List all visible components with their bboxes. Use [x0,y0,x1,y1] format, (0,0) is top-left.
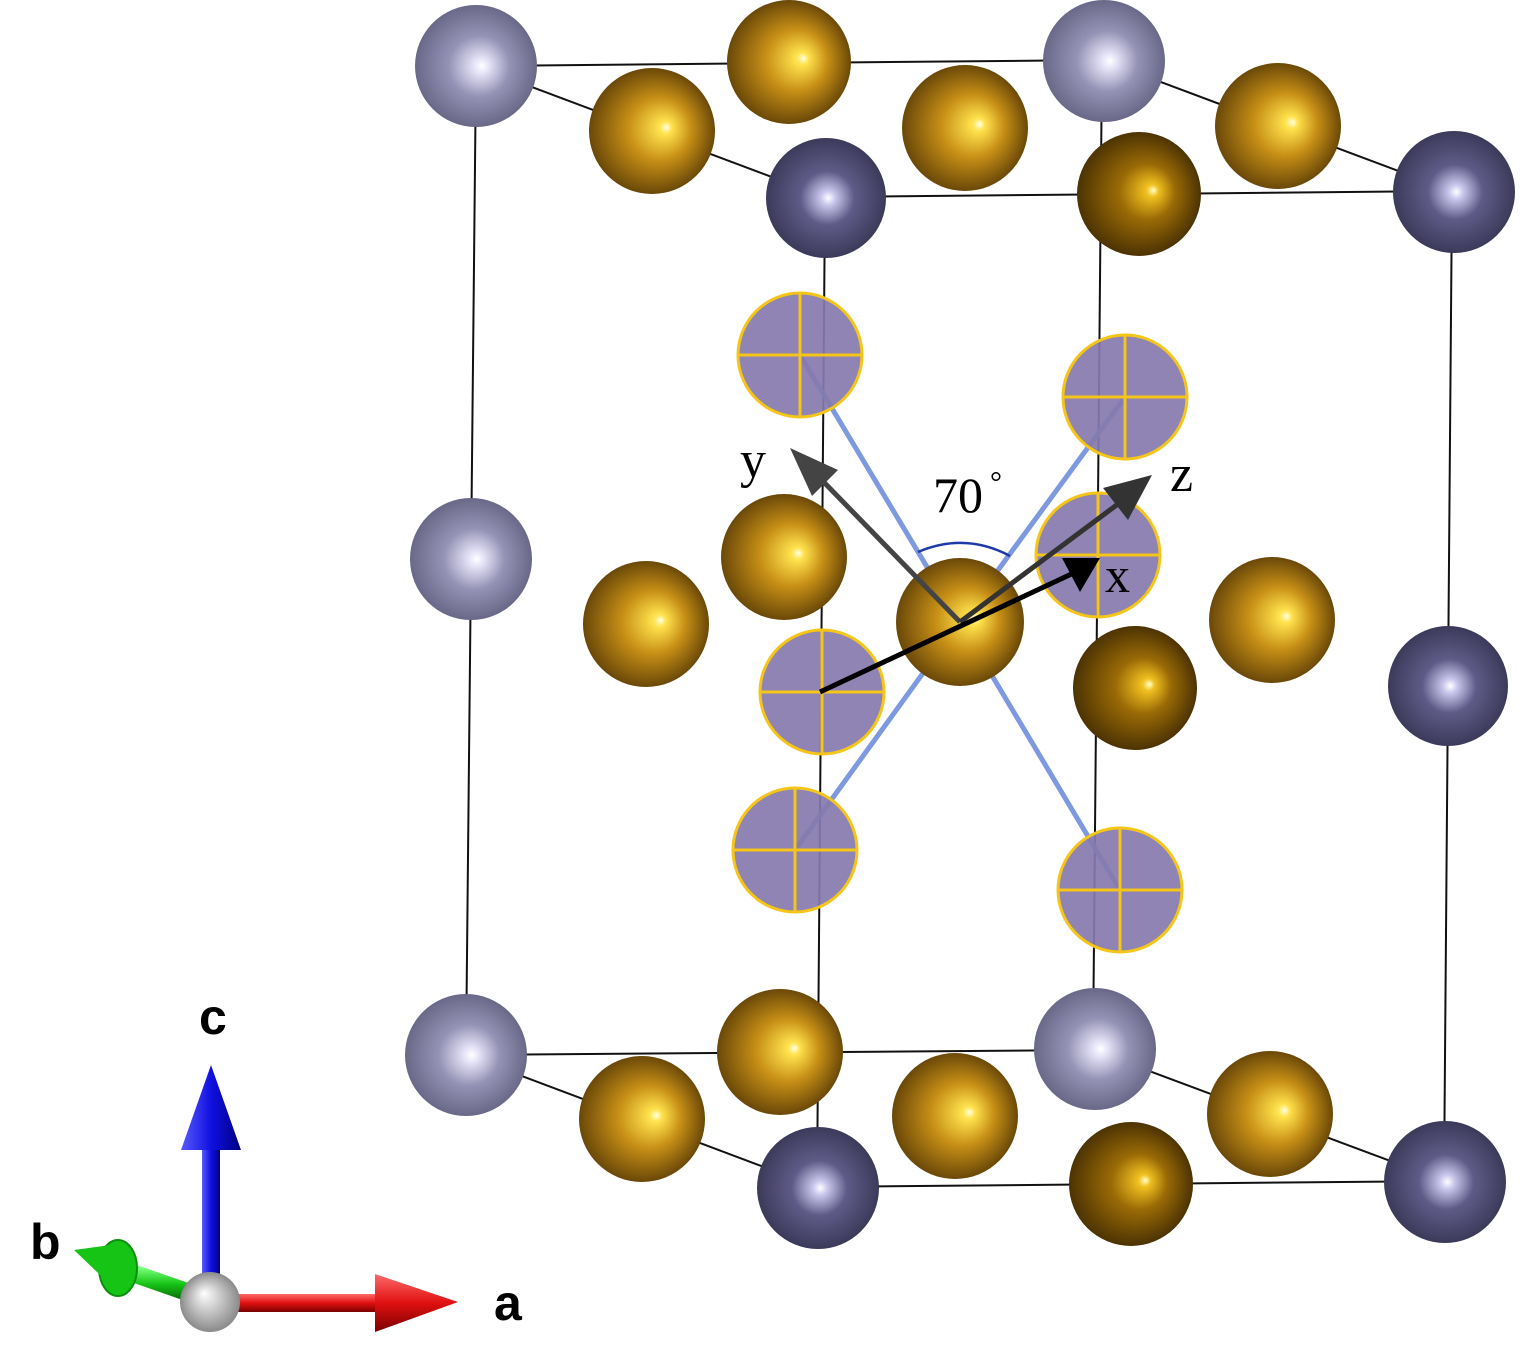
dark-purple-atom [757,1127,879,1249]
axis-z-arrowhead [1103,475,1152,520]
gold-atom [721,494,847,620]
gold-atom [589,68,715,194]
axis-y-label: y [740,432,766,489]
gold-atom [1207,1051,1333,1177]
lattice-a-arrowhead [375,1274,458,1332]
lattice-c-arrowhead [181,1065,241,1150]
gold-atom [1215,63,1341,189]
gold-atom [892,1053,1018,1179]
light-purple-atom [1043,0,1165,122]
light-purple-atom [405,994,527,1116]
axis-z-arrow-shaft [958,492,1132,625]
lattice-c-shaft [202,1135,220,1295]
gold-atom [1073,626,1197,750]
light-purple-atom [1034,988,1156,1110]
axis-x-arrowhead [1062,558,1100,592]
gold-atom [583,561,709,687]
lattice-origin [180,1272,240,1332]
dark-purple-atom [1384,1121,1506,1243]
gold-atom [902,65,1028,191]
gold-atom [717,989,843,1115]
gold-atom [579,1056,705,1182]
ligand-atom [736,291,864,419]
ligand-atom [1034,491,1162,619]
gold-atom [1209,557,1335,683]
axis-y-arrow-shaft [810,468,962,624]
dark-purple-atom [1388,626,1508,746]
axis-z-label: z [1170,446,1193,503]
lattice-b-arrowhead [74,1244,118,1292]
axis-x-label: x [1105,547,1130,603]
dark-purple-atom [766,138,886,258]
ligand-atom [731,786,859,914]
gold-atom [727,0,851,124]
bond-angle-arc [917,541,1011,558]
dark-purple-atom [1393,131,1515,253]
gold-atom [1077,132,1201,256]
degree-symbol: ° [990,466,1002,499]
gold-atom [1069,1122,1193,1246]
lattice-b-label: b [30,1214,61,1270]
bond-angle-label: 70 [933,467,983,523]
light-purple-atom [415,5,537,127]
axis-x-arrow-shaft [818,567,1082,695]
lattice-a-shaft [220,1294,380,1312]
lattice-a-label: a [494,1275,523,1331]
ligand-atom [1061,333,1189,461]
local-coordinate-axes: y z x 70 ° [740,432,1193,695]
light-purple-atom [410,498,532,620]
lattice-axes-triad: c b a [30,989,523,1332]
axis-y-arrowhead [790,448,838,496]
lattice-c-label: c [199,989,227,1045]
atom-layer-back [405,0,1515,1249]
ligand-atom [1056,826,1184,954]
